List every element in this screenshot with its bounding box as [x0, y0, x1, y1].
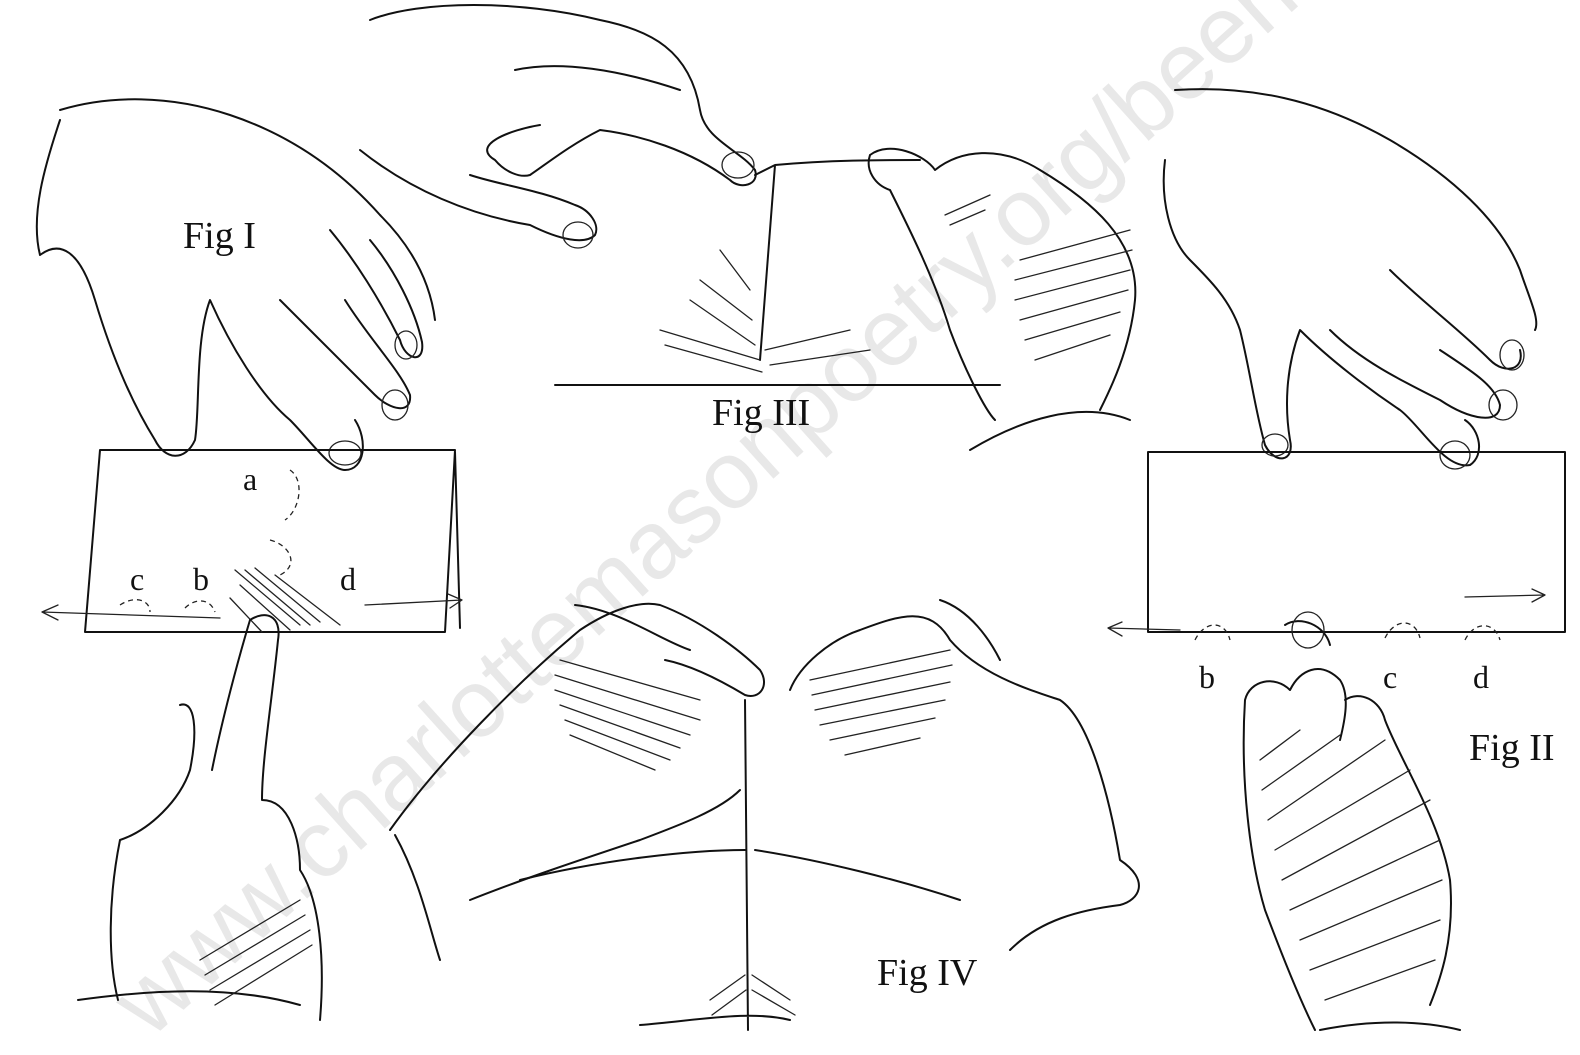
- fig4-right-hand: [790, 600, 1139, 950]
- fig3-upper-hand: [360, 5, 756, 240]
- fig2-point-c: c: [1383, 659, 1397, 695]
- fig2-point-d: d: [1473, 659, 1489, 695]
- fig3-fingernail: [563, 222, 593, 248]
- fig2-fingernail: [1489, 390, 1517, 420]
- fig2-arrow-left: [1108, 622, 1180, 636]
- fig1-label: Fig I: [183, 215, 256, 257]
- fig2-upper-hand: [1164, 89, 1537, 465]
- fig1-point-d: d: [340, 561, 356, 597]
- fig2-point-b: b: [1199, 659, 1215, 695]
- fig1-upper-hand: [37, 99, 435, 470]
- fig2-thumb: [1292, 612, 1324, 648]
- fig2-paper: [1148, 452, 1565, 632]
- watermark-text: www.charlottemasonpoetry.org/beehive: [92, 0, 1408, 1055]
- fig2-arrow-right: [1465, 589, 1545, 602]
- fig1-fingernail: [395, 331, 417, 359]
- fig1-fingernail: [382, 390, 408, 420]
- fig4-label: Fig IV: [877, 952, 978, 994]
- fig2-label: Fig II: [1469, 727, 1555, 769]
- fig2-fist-hatch: [1260, 730, 1442, 1000]
- fig1-point-c: c: [130, 561, 144, 597]
- fig3-label: Fig III: [712, 392, 810, 434]
- fig1-fold-marks: [120, 470, 299, 612]
- fig1-fingernail: [329, 441, 361, 465]
- fig2-drawing: [1108, 89, 1565, 1030]
- fig4-dark-hatch: [555, 650, 952, 770]
- fig2-lower-hand: [1244, 621, 1460, 1030]
- fig1-arrow-left: [42, 605, 220, 620]
- fig1-point-a: a: [243, 461, 257, 497]
- fig1-crease-hatch: [230, 568, 340, 632]
- fig4-fold-hatch: [710, 975, 795, 1015]
- fig1-point-b: b: [193, 561, 209, 597]
